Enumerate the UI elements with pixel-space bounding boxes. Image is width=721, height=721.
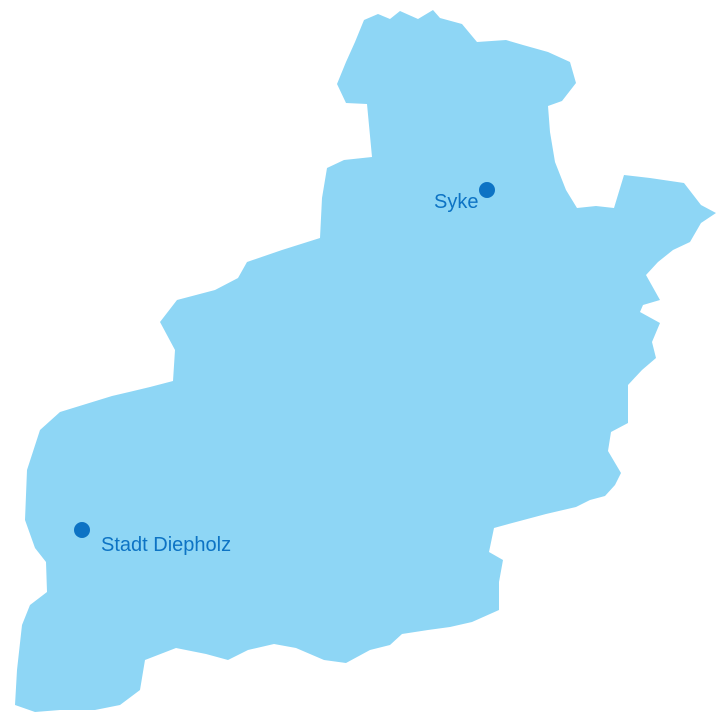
place-label-syke: Syke (434, 191, 478, 213)
town-marker (74, 522, 90, 538)
place-label-stadt-diepholz: Stadt Diepholz (101, 534, 231, 556)
place-stadt-diepholz: Stadt Diepholz (74, 522, 231, 556)
town-marker (479, 182, 495, 198)
district-area (15, 10, 716, 712)
place-syke: Syke (434, 182, 495, 213)
